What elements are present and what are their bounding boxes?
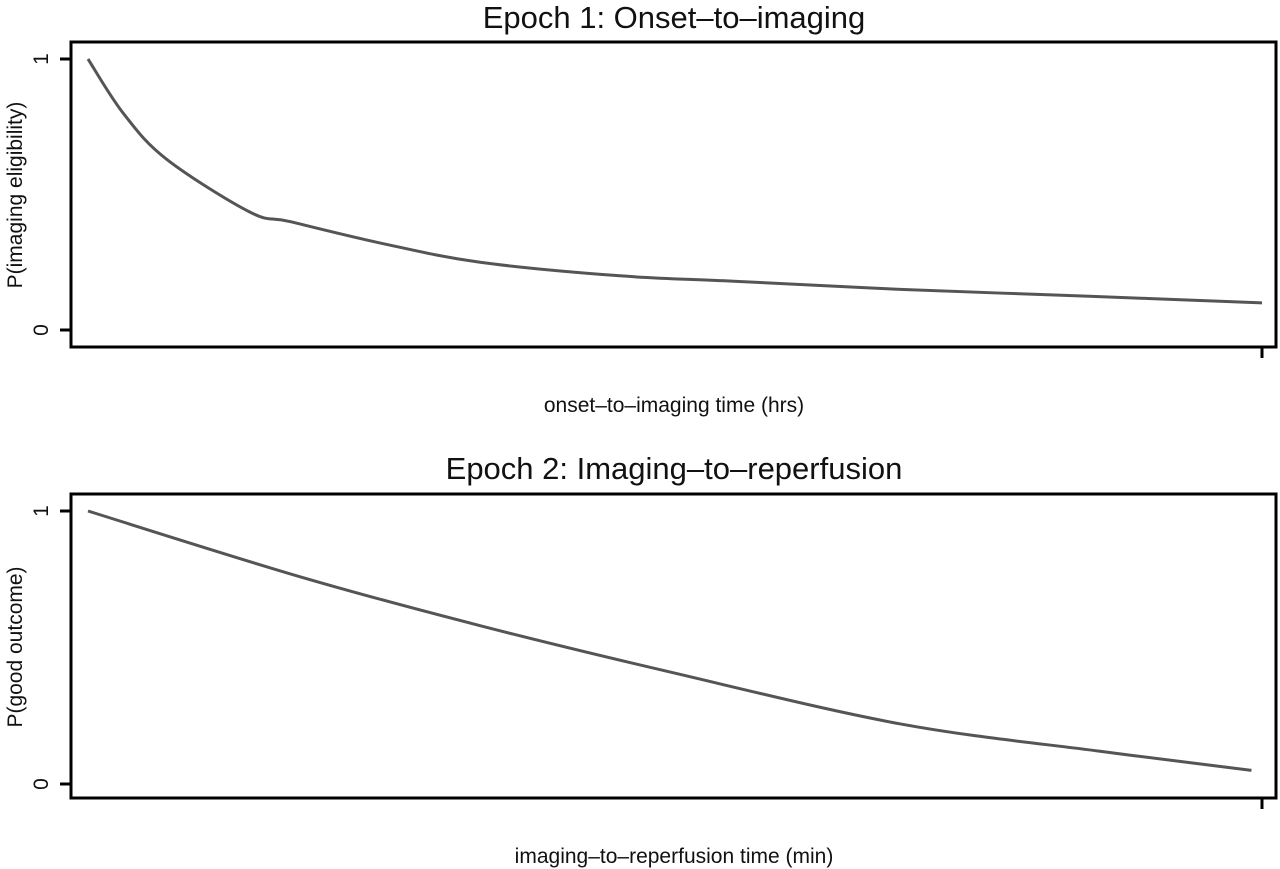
series-line <box>87 509 1252 772</box>
epoch2-panel: Epoch 2: Imaging–to–reperfusion P(good o… <box>4 451 1278 868</box>
y-tick-label-1: 1 <box>30 505 53 517</box>
series-line <box>86 58 1263 305</box>
x-axis-label: imaging–to–reperfusion time (min) <box>515 845 834 868</box>
y-tick-label-0: 0 <box>30 324 53 336</box>
plot-frame <box>69 40 1278 349</box>
y-axis-label: P(good outcome) <box>4 566 27 727</box>
chart-title: Epoch 1: Onset–to–imaging <box>483 0 866 35</box>
chart-title: Epoch 2: Imaging–to–reperfusion <box>446 451 903 486</box>
y-axis-label: P(imaging eligibility) <box>4 102 27 289</box>
y-tick-label-0: 0 <box>30 778 53 790</box>
plot-frame <box>69 492 1278 800</box>
epoch1-panel: Epoch 1: Onset–to–imaging P(imaging elig… <box>4 0 1278 417</box>
x-axis-label: onset–to–imaging time (hrs) <box>544 394 804 417</box>
y-tick-label-1: 1 <box>30 53 53 65</box>
